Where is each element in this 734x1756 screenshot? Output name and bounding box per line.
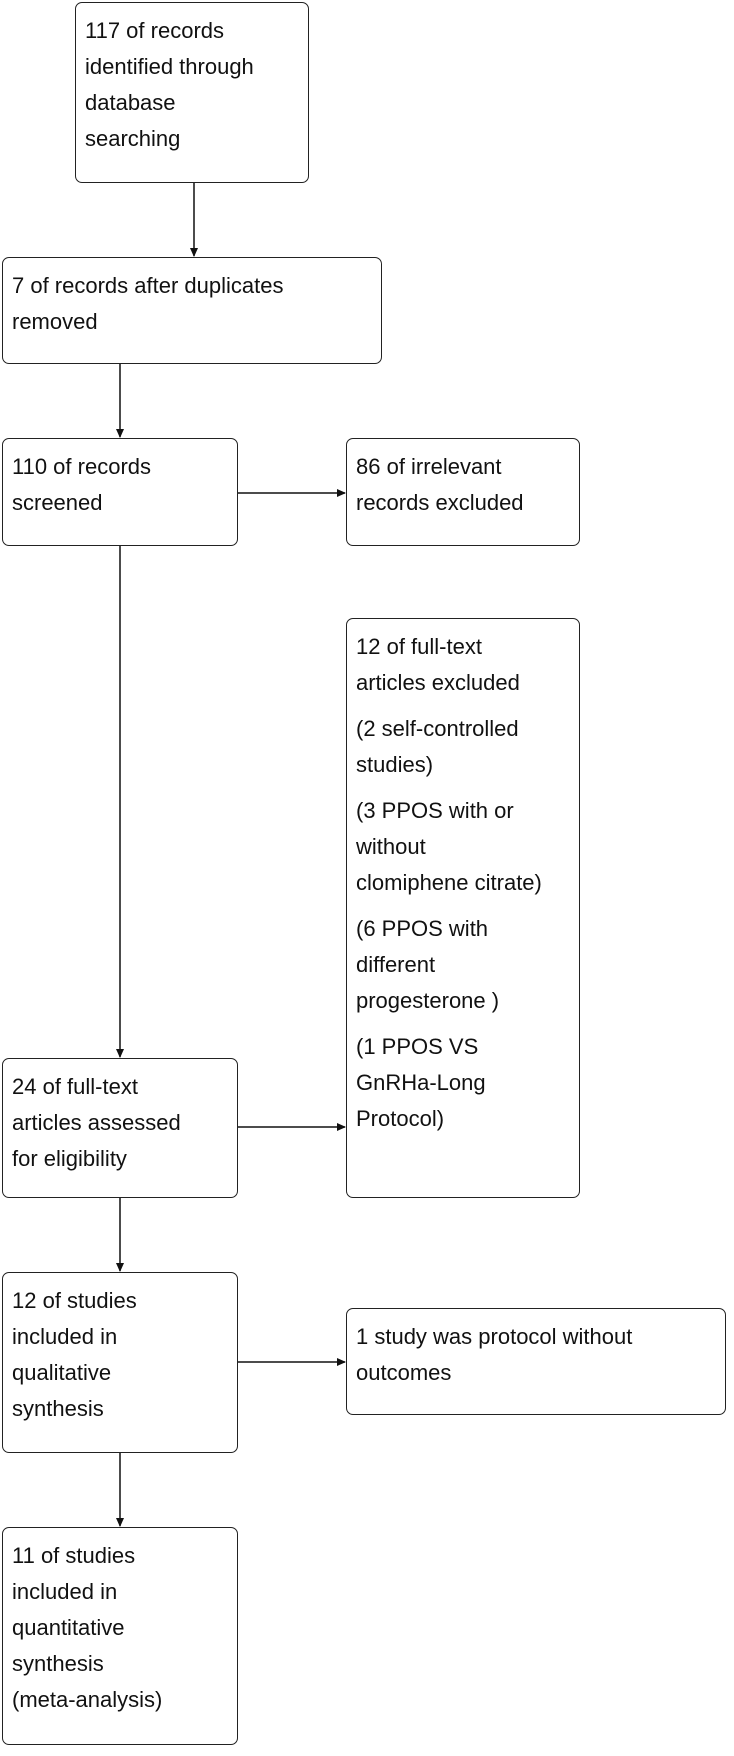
box-text-line: 1 study was protocol without [356, 1324, 633, 1349]
box-text-line: 11 of studies [12, 1543, 136, 1568]
box-text-line: 7 of records after duplicates [12, 273, 284, 298]
box-text-line: 117 of records [85, 18, 225, 43]
box-text-line: synthesis [12, 1651, 104, 1676]
exclusion-reason: (6 PPOS with different progesterone ) [356, 911, 571, 1019]
quantitative-synthesis-box: 11 of studies included in quantitative s… [2, 1527, 238, 1745]
exclusion-reason: (2 self-controlled studies) [356, 711, 571, 783]
box-text-line: (2 self-controlled [356, 716, 519, 741]
box-text-line: outcomes [356, 1360, 452, 1385]
eligibility-assessed-box: 24 of full-text articles assessed for el… [2, 1058, 238, 1198]
box-text-line: screened [12, 490, 103, 515]
exclusion-reason: (1 PPOS VS GnRHa-Long Protocol) [356, 1029, 571, 1137]
box-text-line: studies) [356, 752, 434, 777]
protocol-without-outcomes-box: 1 study was protocol without outcomes [346, 1308, 726, 1415]
box-text-line: without [356, 834, 426, 859]
box-text-line: 24 of full-text [12, 1074, 138, 1099]
box-text-line: searching [85, 126, 181, 151]
box-text-line: clomiphene citrate) [356, 870, 542, 895]
irrelevant-excluded-box: 86 of irrelevant records excluded [346, 438, 580, 546]
box-text-line: (meta-analysis) [12, 1687, 163, 1712]
exclusion-reason: (3 PPOS with or without clomiphene citra… [356, 793, 571, 901]
box-text-line: identified through [85, 54, 254, 79]
box-text-line: progesterone ) [356, 988, 500, 1013]
box-text-line: included in [12, 1324, 118, 1349]
duplicates-removed-box: 7 of records after duplicates removed [2, 257, 382, 364]
box-text-line: 12 of full-text [356, 634, 482, 659]
box-text-line: qualitative [12, 1360, 112, 1385]
box-text-line: included in [12, 1579, 118, 1604]
fulltext-excluded-box: 12 of full-text articles excluded (2 sel… [346, 618, 580, 1198]
box-text-line: for eligibility [12, 1146, 127, 1171]
box-text-line: 12 of studies [12, 1288, 137, 1313]
box-text-line: 110 of records [12, 454, 152, 479]
box-text-line: 86 of irrelevant [356, 454, 502, 479]
box-text-line: Protocol) [356, 1106, 445, 1131]
box-text-line: different [356, 952, 436, 977]
box-text-line: (6 PPOS with [356, 916, 489, 941]
box-text-line: GnRHa-Long [356, 1070, 486, 1095]
box-text-line: articles excluded [356, 670, 520, 695]
box-text-line: (1 PPOS VS [356, 1034, 479, 1059]
box-text-line: articles assessed [12, 1110, 181, 1135]
box-text-line: removed [12, 309, 98, 334]
box-text-line: quantitative [12, 1615, 125, 1640]
qualitative-synthesis-box: 12 of studies included in qualitative sy… [2, 1272, 238, 1453]
box-text-line: records excluded [356, 490, 524, 515]
box-text-line: (3 PPOS with or [356, 798, 514, 823]
records-screened-box: 110 of records screened [2, 438, 238, 546]
records-identified-box: 117 of records identified through databa… [75, 2, 309, 183]
exclusion-summary: 12 of full-text articles excluded [356, 629, 571, 701]
box-text-line: synthesis [12, 1396, 104, 1421]
box-text-line: database [85, 90, 176, 115]
